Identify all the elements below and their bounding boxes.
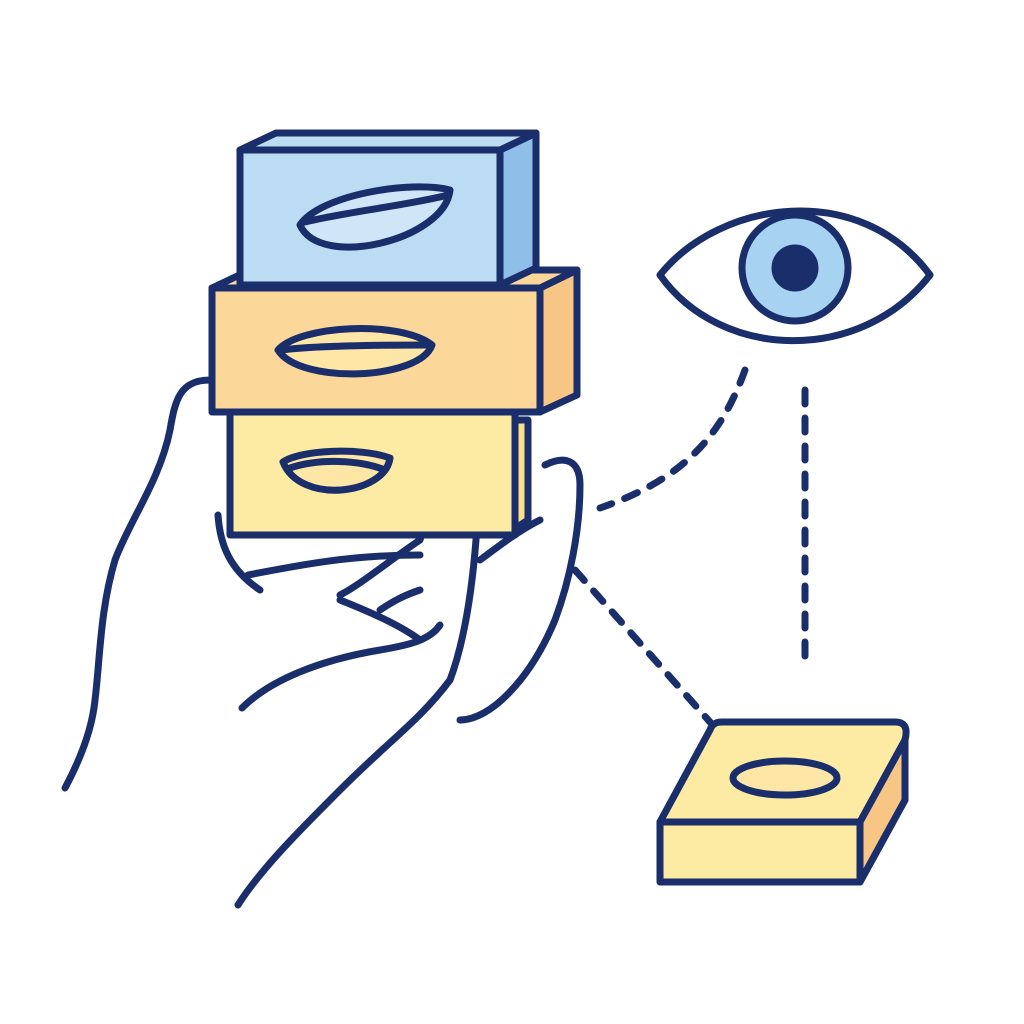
stacked-lens-boxes-icon: [208, 129, 581, 539]
eye-icon: [656, 207, 934, 345]
box-blue-top: [236, 129, 540, 289]
box-yellow-bottom: [226, 406, 532, 539]
single-lens-box-icon: [656, 718, 910, 886]
dotted-connector-lines: [571, 366, 809, 726]
box-orange-middle: [208, 266, 581, 416]
hand-icon: [61, 376, 584, 909]
